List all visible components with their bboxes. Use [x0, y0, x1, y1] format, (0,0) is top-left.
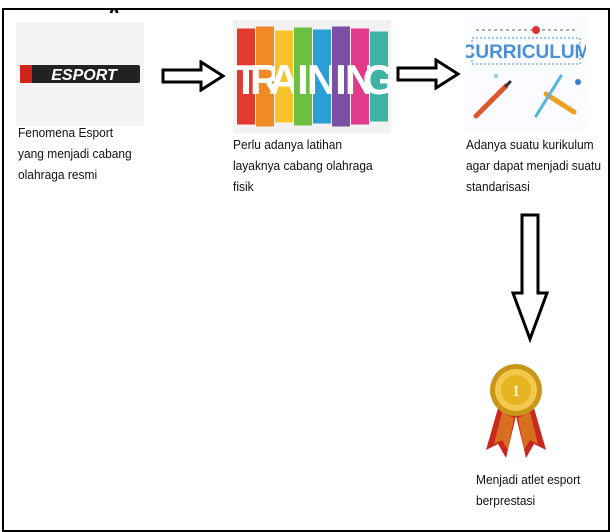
arrow-right-2 [396, 58, 461, 90]
arrow-down [510, 213, 550, 343]
medal-image: 1 [476, 358, 556, 460]
training-letter: I [335, 56, 347, 103]
esport-logo-text: ESPORT [51, 67, 118, 84]
step-2-caption: Perlu adanya latihan layaknya cabang ola… [233, 137, 373, 194]
step-4-caption: Menjadi atlet esport berprestasi [476, 472, 581, 508]
training-tile [313, 29, 331, 124]
medal-number: 1 [512, 383, 520, 400]
training-tile [294, 27, 312, 126]
curriculum-logo-text: CURRICULUM [466, 42, 586, 63]
clipped-heading: g [109, 0, 120, 13]
training-tile [256, 26, 274, 127]
training-tile [351, 28, 369, 125]
esport-logo-image: ESPORT [16, 22, 144, 126]
step-3-caption: Adanya suatu kurikulum agar dapat menjad… [466, 137, 601, 194]
training-tile [370, 31, 388, 122]
training-tile [237, 28, 255, 125]
training-tile [275, 30, 293, 123]
training-tile [332, 26, 350, 127]
step-1-caption: Fenomena Esport yang menjadi cabang olah… [18, 125, 132, 182]
arrow-right-1 [161, 60, 226, 92]
curriculum-image: CURRICULUM [466, 16, 586, 132]
training-letter: T [233, 56, 259, 103]
training-letter: I [297, 56, 309, 103]
training-letter: G [363, 56, 391, 103]
